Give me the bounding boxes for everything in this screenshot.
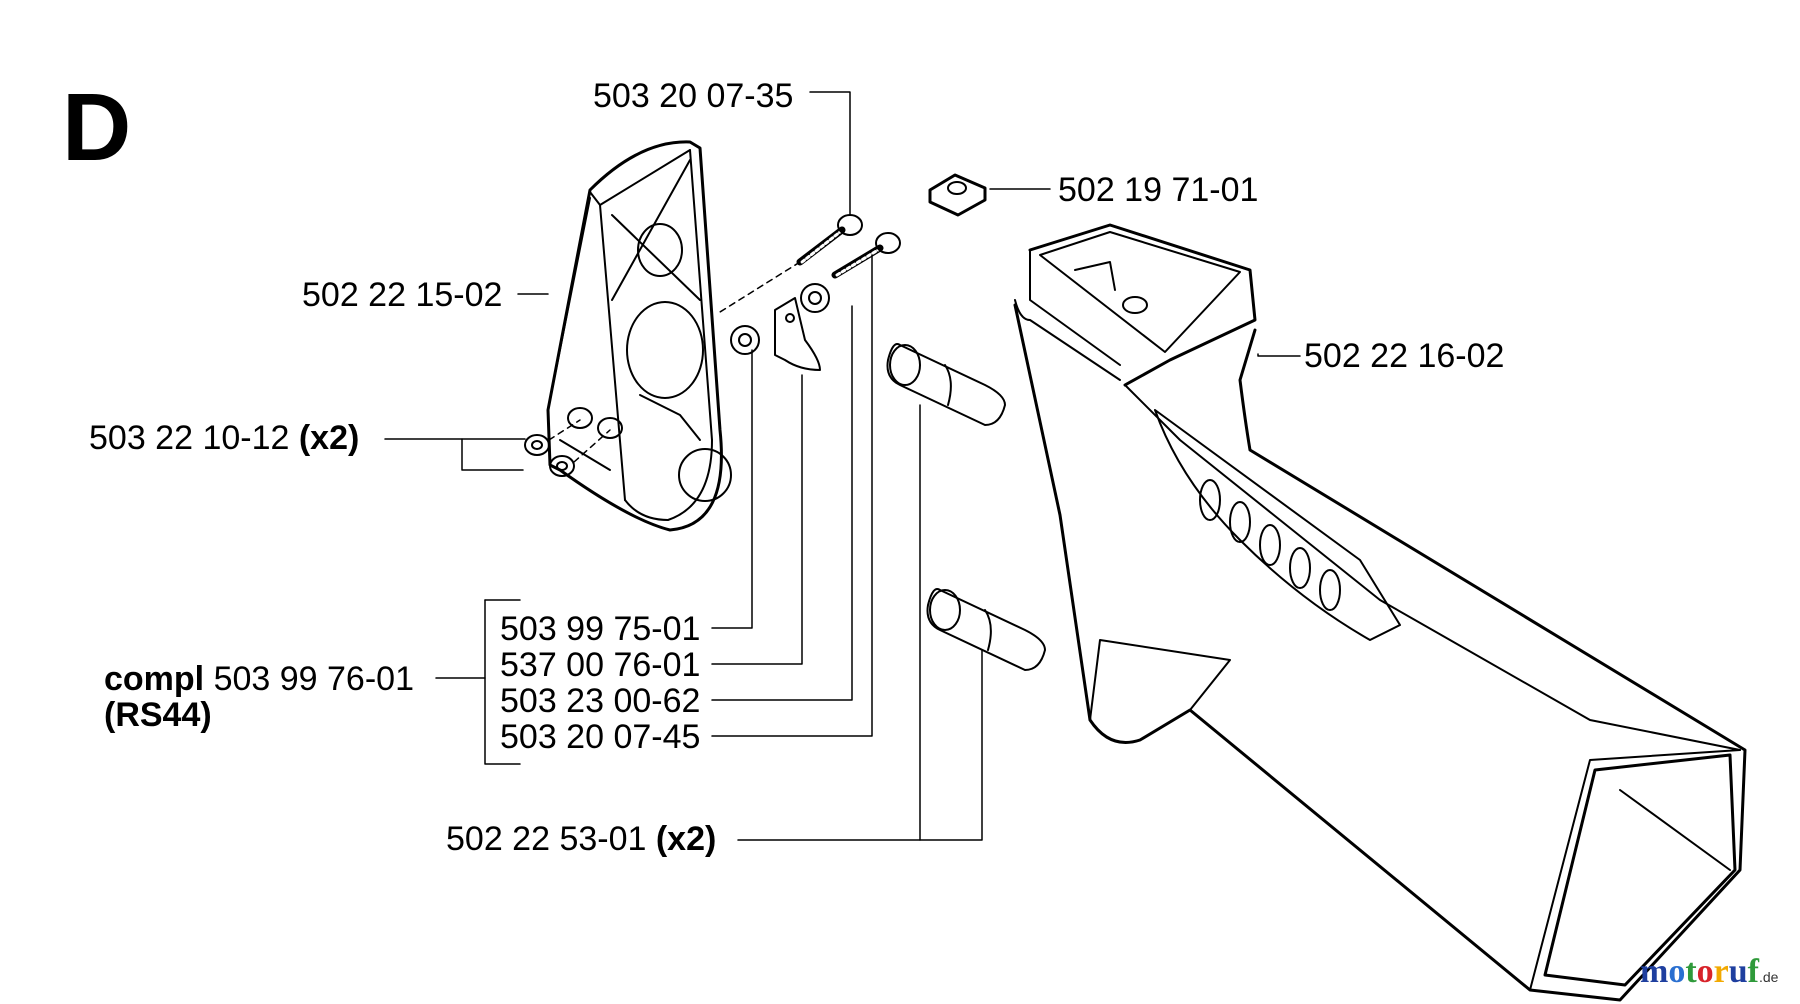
cover-plate (546, 140, 732, 532)
bolts (719, 214, 901, 313)
label-compl-word: compl (104, 660, 205, 698)
label-kit-item-1: 503 99 75-01 (500, 610, 701, 648)
label-kit-item-2: 537 00 76-01 (500, 646, 701, 684)
tube-housing (1013, 223, 1747, 1002)
label-rubber-qty: (x2) (655, 820, 717, 858)
label-housing: 502 22 16-02 (1304, 337, 1505, 375)
rubber-buffers (886, 343, 1046, 671)
label-top-bolt: 503 20 07-35 (593, 77, 794, 115)
label-square-nut: 502 19 71-01 (1058, 171, 1259, 209)
watermark-tld: .de (1759, 969, 1779, 985)
section-letter: D (62, 74, 132, 181)
watermark-text: motoruf (1640, 953, 1759, 990)
label-nuts: 503 22 10-12 (x2) (89, 421, 359, 455)
watermark-logo: motoruf.de (1640, 955, 1778, 989)
label-kit-item-4: 503 20 07-45 (500, 718, 701, 756)
hex-nuts (524, 419, 611, 477)
leader-lines (384, 91, 1301, 841)
label-nuts-qty: (x2) (298, 419, 360, 457)
label-compl: compl 503 99 76-01 (104, 662, 414, 696)
label-nuts-number: 503 22 10-12 (89, 419, 290, 457)
label-rubber: 502 22 53-01 (x2) (446, 822, 716, 856)
label-kit-item-3: 503 23 00-62 (500, 682, 701, 720)
label-compl-model: (RS44) (104, 696, 212, 734)
washers-and-clamp (730, 283, 830, 371)
label-compl-number: 503 99 76-01 (213, 660, 414, 698)
label-cover: 502 22 15-02 (302, 276, 503, 314)
label-rubber-number: 502 22 53-01 (446, 820, 647, 858)
square-nut (928, 173, 987, 217)
